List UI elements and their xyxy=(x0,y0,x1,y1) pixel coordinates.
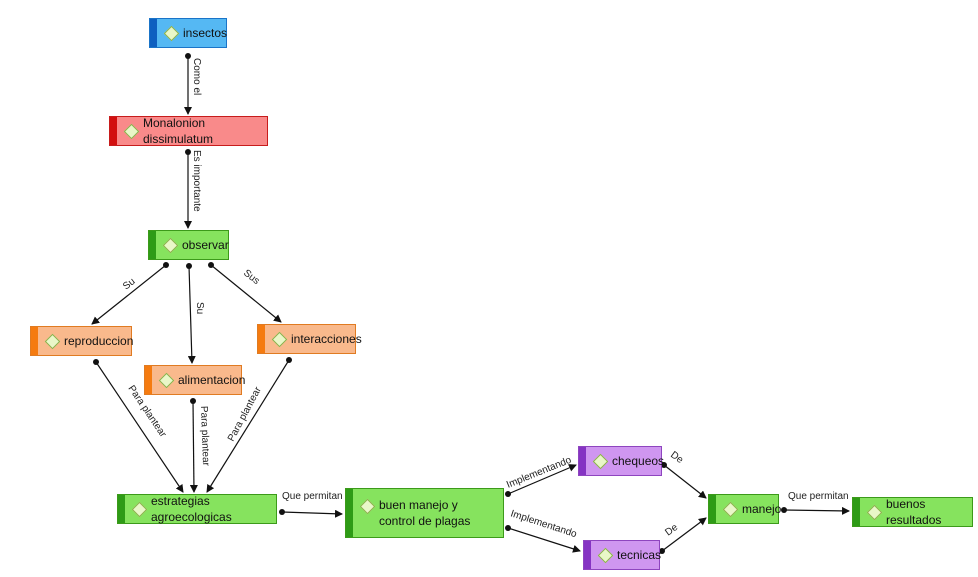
node-chequeos[interactable]: chequeos xyxy=(578,446,665,476)
node-color-bar xyxy=(149,231,156,259)
edge-estrategias-buen-manejo[interactable]: Que permitan xyxy=(279,491,343,518)
node-color-bar xyxy=(110,117,117,145)
node-alimentacion[interactable]: alimentacion xyxy=(144,365,246,395)
edge-tecnicas-manejo[interactable]: De xyxy=(659,517,707,554)
node-color-bar xyxy=(118,495,125,523)
node-color-bar xyxy=(709,495,716,523)
concept-diamond-icon xyxy=(163,25,180,41)
edge-label: Implementando xyxy=(509,508,578,540)
edge-label: Que permitan xyxy=(282,491,343,502)
node-reproduccion[interactable]: reproduccion xyxy=(30,326,134,356)
edge-buen-manejo-tecnicas[interactable]: Implementando xyxy=(505,508,581,553)
edge-label: De xyxy=(663,522,680,539)
edge-observar-alimentacion[interactable]: Su xyxy=(186,263,205,364)
node-label: observar xyxy=(182,238,229,252)
edge-monalonion-observar[interactable]: Es importante xyxy=(184,149,202,229)
edge-observar-reproduccion[interactable]: Su xyxy=(91,262,169,325)
concept-diamond-icon xyxy=(44,333,61,349)
edge-label: Es importante xyxy=(191,150,202,212)
node-color-bar xyxy=(31,327,38,355)
node-label: buen manejo y control de plagas xyxy=(379,498,471,528)
node-label: Monalonion dissimulatum xyxy=(143,116,214,146)
concept-diamond-icon xyxy=(123,123,140,139)
node-interacciones[interactable]: interacciones xyxy=(257,324,362,354)
node-color-bar xyxy=(258,325,265,353)
concept-diamond-icon xyxy=(359,498,376,515)
concept-diamond-icon xyxy=(597,547,614,563)
edge-label: Que permitan xyxy=(788,491,849,502)
edge-chequeos-manejo[interactable]: De xyxy=(661,450,707,499)
node-color-bar xyxy=(584,541,591,569)
edge-label: Su xyxy=(194,302,205,314)
concept-diamond-icon xyxy=(162,237,179,253)
concept-diamond-icon xyxy=(158,372,175,388)
edge-manejo-buenos-resultados[interactable]: Que permitan xyxy=(781,491,850,515)
node-label: alimentacion xyxy=(178,373,246,387)
node-color-bar xyxy=(145,366,152,394)
node-label: buenos resultados xyxy=(886,497,942,527)
concept-diamond-icon xyxy=(271,331,288,347)
edge-label: Para plantear xyxy=(198,406,211,467)
node-color-bar xyxy=(150,19,157,47)
node-buenos-resultados[interactable]: buenos resultados xyxy=(852,497,973,527)
concept-diamond-icon xyxy=(866,504,883,520)
node-label: manejo xyxy=(742,502,782,516)
node-manejo[interactable]: manejo xyxy=(708,494,782,524)
node-label: tecnicas xyxy=(617,548,662,562)
node-label: reproduccion xyxy=(64,334,134,348)
concept-diamond-icon xyxy=(722,501,739,517)
node-color-bar xyxy=(346,489,353,537)
edge-alimentacion-estrategias[interactable]: Para plantear xyxy=(189,398,211,493)
node-label: estrategias agroecologicas xyxy=(151,494,232,524)
edge-observar-interacciones[interactable]: Sus xyxy=(208,262,282,323)
concept-diamond-icon xyxy=(592,453,609,469)
edge-label: Implementando xyxy=(505,455,573,491)
node-color-bar xyxy=(579,447,586,475)
node-monalonion[interactable]: Monalonion dissimulatum xyxy=(109,116,268,146)
node-label: interacciones xyxy=(291,332,362,346)
edge-label: De xyxy=(668,450,685,467)
node-label: insectos xyxy=(183,26,228,40)
edge-label: Sus xyxy=(241,268,261,287)
node-label: chequeos xyxy=(612,454,665,468)
node-color-bar xyxy=(853,498,860,526)
concept-diamond-icon xyxy=(131,501,148,517)
edge-buen-manejo-chequeos[interactable]: Implementando xyxy=(505,455,577,497)
edge-label: Como el xyxy=(191,58,202,95)
node-buen-manejo[interactable]: buen manejo y control de plagas xyxy=(345,488,504,538)
node-insectos[interactable]: insectos xyxy=(149,18,227,48)
edge-insectos-monalonion[interactable]: Como el xyxy=(184,53,202,115)
node-tecnicas[interactable]: tecnicas xyxy=(583,540,662,570)
node-estrategias[interactable]: estrategias agroecologicas xyxy=(117,494,277,524)
node-observar[interactable]: observar xyxy=(148,230,229,260)
